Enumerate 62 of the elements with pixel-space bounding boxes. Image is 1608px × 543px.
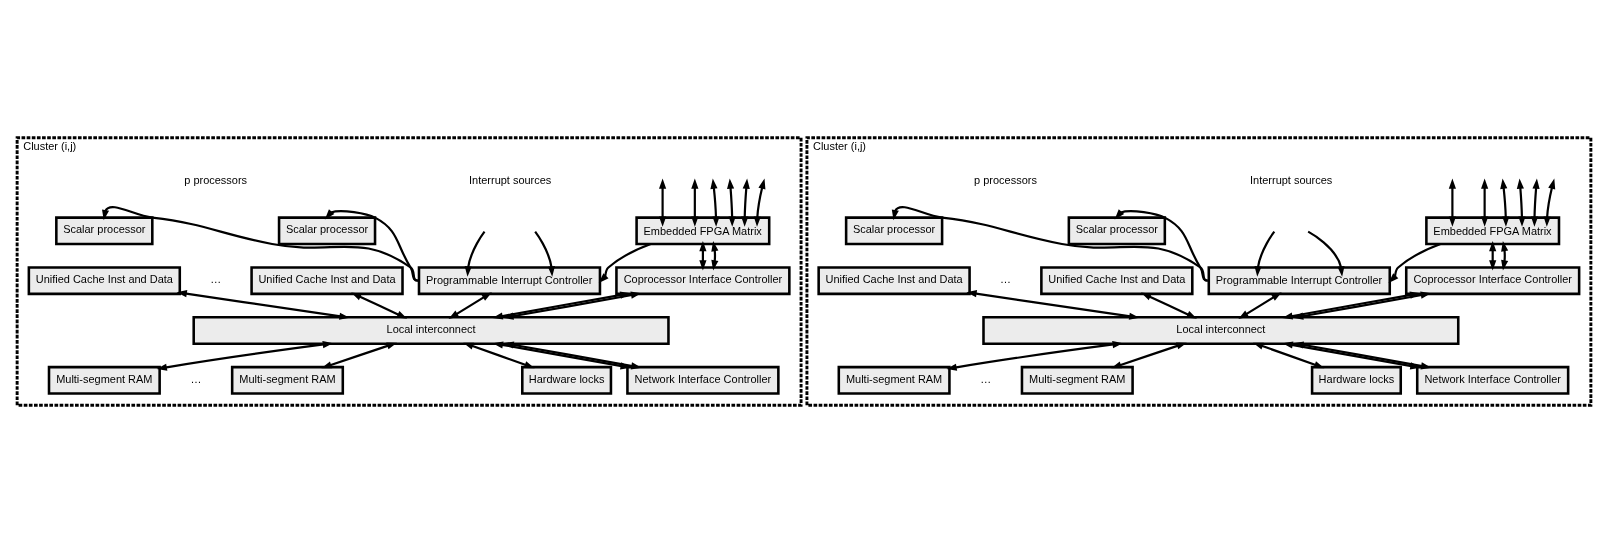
label: …	[980, 372, 992, 385]
label: …	[190, 372, 202, 385]
arrow	[1481, 178, 1489, 227]
arrow	[1111, 342, 1187, 369]
label: …	[999, 273, 1011, 286]
arrow	[102, 206, 419, 282]
arrow	[351, 292, 408, 319]
arrow	[448, 292, 492, 319]
arrow	[727, 178, 736, 227]
node-box: Network Interface Controller	[626, 365, 780, 395]
node-box: Multi-segment RAM	[837, 365, 951, 395]
arrow	[598, 243, 652, 284]
arrow	[1516, 178, 1526, 227]
arrow	[659, 178, 667, 227]
arrow	[1530, 178, 1540, 227]
arrow	[463, 342, 535, 369]
arrow	[891, 206, 1209, 282]
arrow	[321, 342, 398, 369]
node-box: Unified Cache Inst and Data	[817, 266, 971, 296]
node-box: Network Interface Controller	[1415, 365, 1570, 395]
node-box: Hardware locks	[521, 365, 613, 395]
node-box: Local interconnect	[982, 316, 1460, 345]
arrow	[1500, 178, 1510, 227]
node-box: Multi-segment RAM	[47, 365, 161, 395]
node-box: Unified Cache Inst and Data	[1040, 266, 1194, 296]
arrow	[741, 178, 750, 227]
arrow	[710, 178, 720, 227]
arrow	[1543, 178, 1556, 227]
node-box: Scalar processor	[844, 216, 944, 246]
label: p processors	[184, 173, 248, 186]
arrow	[464, 231, 486, 277]
node-box: Multi-segment RAM	[1020, 365, 1134, 395]
arrow	[1253, 342, 1325, 369]
node-box: Local interconnect	[192, 316, 670, 345]
label: Interrupt sources	[469, 173, 552, 186]
label: p processors	[974, 173, 1037, 186]
arrow	[946, 341, 1123, 371]
node-box: Multi-segment RAM	[230, 365, 345, 395]
arrow	[1307, 230, 1345, 277]
arrow	[1238, 292, 1282, 319]
node-box: Coprocessor Interface Controller	[615, 266, 791, 296]
arrow	[534, 231, 556, 277]
label: …	[210, 273, 222, 286]
node-box: Scalar processor	[277, 216, 377, 246]
node-box: Unified Cache Inst and Data	[27, 266, 182, 296]
arrow	[1114, 209, 1208, 282]
arrow	[176, 290, 350, 320]
arrow	[753, 178, 766, 227]
arrow	[691, 178, 699, 227]
arrow	[324, 209, 419, 282]
node-box: Coprocessor Interface Controller	[1404, 266, 1581, 296]
node-box: Scalar processor	[55, 216, 154, 246]
arrow	[1388, 243, 1441, 284]
arrow	[966, 290, 1140, 320]
node-box: Unified Cache Inst and Data	[250, 266, 404, 296]
arrow	[1140, 292, 1197, 319]
arrow	[1254, 231, 1276, 277]
node-box: Hardware locks	[1310, 365, 1402, 395]
arrow	[1448, 178, 1456, 227]
label: Interrupt sources	[1250, 173, 1333, 186]
node-box: Scalar processor	[1067, 216, 1167, 246]
arrow	[156, 341, 333, 371]
